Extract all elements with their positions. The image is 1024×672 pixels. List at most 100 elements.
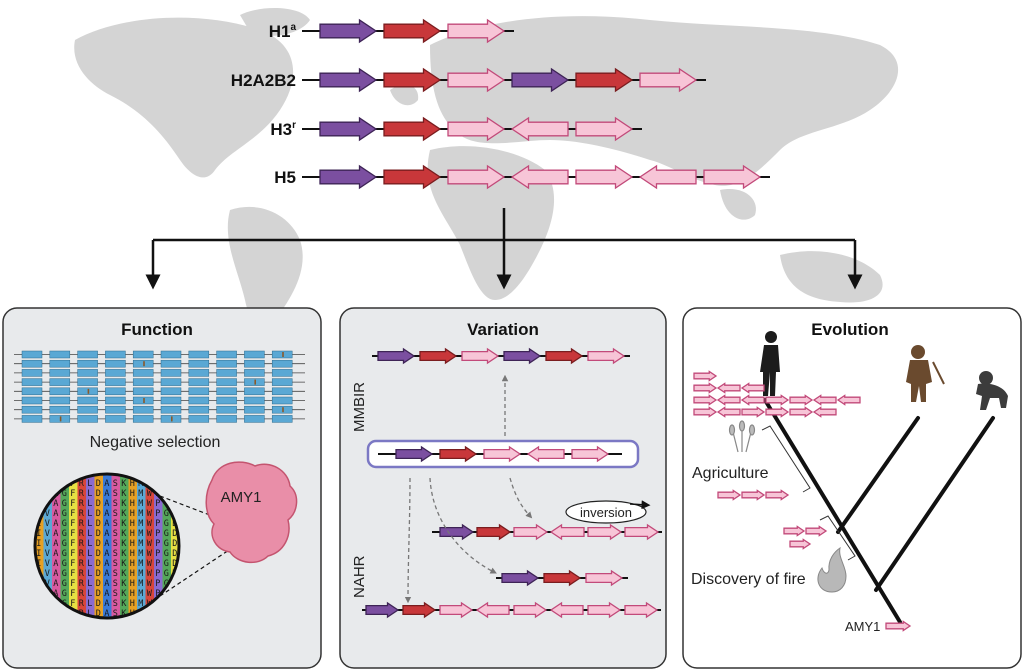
residue-column [171, 474, 179, 618]
residue-letter: D [96, 569, 101, 579]
gene-block [77, 369, 98, 377]
evolution-title: Evolution [811, 320, 888, 339]
gene-block [77, 350, 98, 359]
gene-block [160, 350, 182, 359]
gene-arrow [319, 164, 378, 190]
residue-letter: G [164, 569, 169, 579]
gene-arrow [639, 67, 698, 93]
residue-letter: L [87, 499, 92, 509]
variation-title: Variation [467, 320, 539, 339]
gene-block [105, 359, 126, 368]
residue-letter: H [130, 529, 135, 539]
function-panel: Function Negative selection IVAGFRLDASKH… [2, 307, 322, 669]
gene-block [271, 359, 293, 368]
residue-column [35, 474, 44, 618]
gene-block [271, 369, 293, 377]
residue-letter: H [130, 509, 135, 519]
residue-letter: H [130, 479, 135, 489]
amy1-protein-label: AMY1 [221, 489, 262, 506]
residue-letter: R [79, 589, 85, 599]
residue-letter: D [96, 539, 101, 549]
negative-selection-label: Negative selection [90, 434, 221, 451]
residue-letter: D [172, 549, 177, 559]
copy-number-arrow [836, 394, 861, 406]
residue-letter: A [53, 509, 58, 519]
copy-number-arrow [765, 489, 790, 501]
residue-letter: P [155, 569, 160, 579]
copy-number-arrow [741, 489, 766, 501]
variation-panel: Variation MMBIR NAHR inversion [339, 307, 667, 669]
gene-block [132, 415, 154, 423]
residue-letter: F [70, 579, 75, 589]
nahr-label: NAHR [351, 555, 368, 598]
gene-block [132, 405, 154, 414]
residue-letter: H [130, 549, 135, 559]
residue-letter: A [53, 569, 58, 579]
function-title: Function [121, 320, 193, 339]
residue-letter: F [70, 599, 75, 609]
residue-column [86, 474, 95, 618]
residue-letter: W [147, 539, 153, 549]
residue-letter: G [62, 489, 67, 499]
phylogenetic-tree [763, 398, 995, 624]
gene-arrow [575, 164, 634, 190]
residue-letter: A [104, 499, 109, 509]
residue-letter: V [45, 559, 50, 569]
gene-block [21, 387, 43, 396]
gene-block [216, 359, 237, 368]
copy-number-arrow [789, 394, 814, 406]
residue-column [111, 474, 120, 618]
residue-letter: A [104, 529, 109, 539]
residue-letter: S [113, 599, 118, 609]
residue-letter: I [36, 549, 41, 559]
gene-block [188, 415, 210, 423]
residue-letter: L [87, 599, 92, 609]
residue-letter: M [138, 599, 143, 609]
gene-block [49, 396, 71, 405]
residue-letter: D [96, 499, 101, 509]
residue-letter: L [87, 569, 92, 579]
gene-block [244, 415, 265, 423]
residue-letter: S [113, 499, 118, 509]
copy-number-arrow [740, 382, 765, 394]
gene-block [160, 405, 182, 414]
copy-number-arrow [805, 525, 828, 537]
residue-letter: W [147, 569, 153, 579]
residue-column [154, 474, 163, 618]
residue-letter: A [104, 549, 109, 559]
residue-letter: G [62, 539, 67, 549]
residue-letter: W [147, 499, 153, 509]
residue-letter: S [113, 589, 118, 599]
residue-letter: W [147, 509, 153, 519]
gene-arrow [624, 601, 659, 619]
gene-arrow [513, 523, 549, 541]
gene-block [49, 405, 71, 414]
gene-block [216, 415, 237, 423]
gene-block [160, 387, 182, 396]
residue-letter: A [53, 579, 58, 589]
copy-number-arrow [693, 406, 718, 418]
gene-arrow [511, 67, 570, 93]
residue-letter: P [155, 509, 160, 519]
amy1-ancestral-label: AMY1 [845, 619, 880, 634]
residue-letter: A [104, 589, 109, 599]
gene-block [271, 387, 293, 396]
residue-letter: L [87, 549, 92, 559]
residue-letter: V [45, 529, 50, 539]
residue-letter: I [36, 539, 41, 549]
gene-alignment-grid [14, 350, 305, 423]
residue-letter: R [79, 509, 85, 519]
residue-letter: S [113, 519, 118, 529]
gene-block [49, 387, 71, 396]
residue-letter: L [87, 559, 92, 569]
gene-block [21, 405, 43, 414]
gene-block [49, 350, 71, 359]
residue-column [94, 474, 103, 618]
copy-number-arrow [765, 394, 790, 406]
residue-letter: L [87, 479, 92, 489]
residue-letter: M [138, 539, 143, 549]
gene-block [21, 415, 43, 423]
gene-arrow [624, 523, 660, 541]
copy-number-arrow [716, 406, 741, 418]
residue-letter: S [113, 569, 118, 579]
